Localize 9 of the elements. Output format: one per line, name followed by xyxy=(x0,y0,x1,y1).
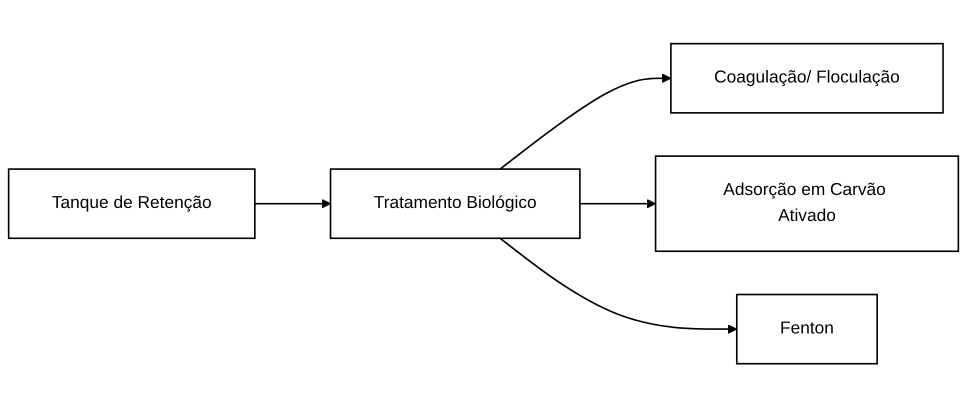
node-box: Adsorção em Carvão Ativado xyxy=(654,156,960,252)
node-box: Fenton xyxy=(736,294,878,365)
arrow xyxy=(580,199,656,209)
arrow xyxy=(254,199,331,209)
arrow xyxy=(500,74,672,170)
node-box: Tanque de Retenção xyxy=(8,168,256,240)
node-box: Tratamento Biológico xyxy=(330,168,581,240)
node-box: Coagulação/ Floculação xyxy=(670,43,944,114)
arrow xyxy=(500,238,738,334)
